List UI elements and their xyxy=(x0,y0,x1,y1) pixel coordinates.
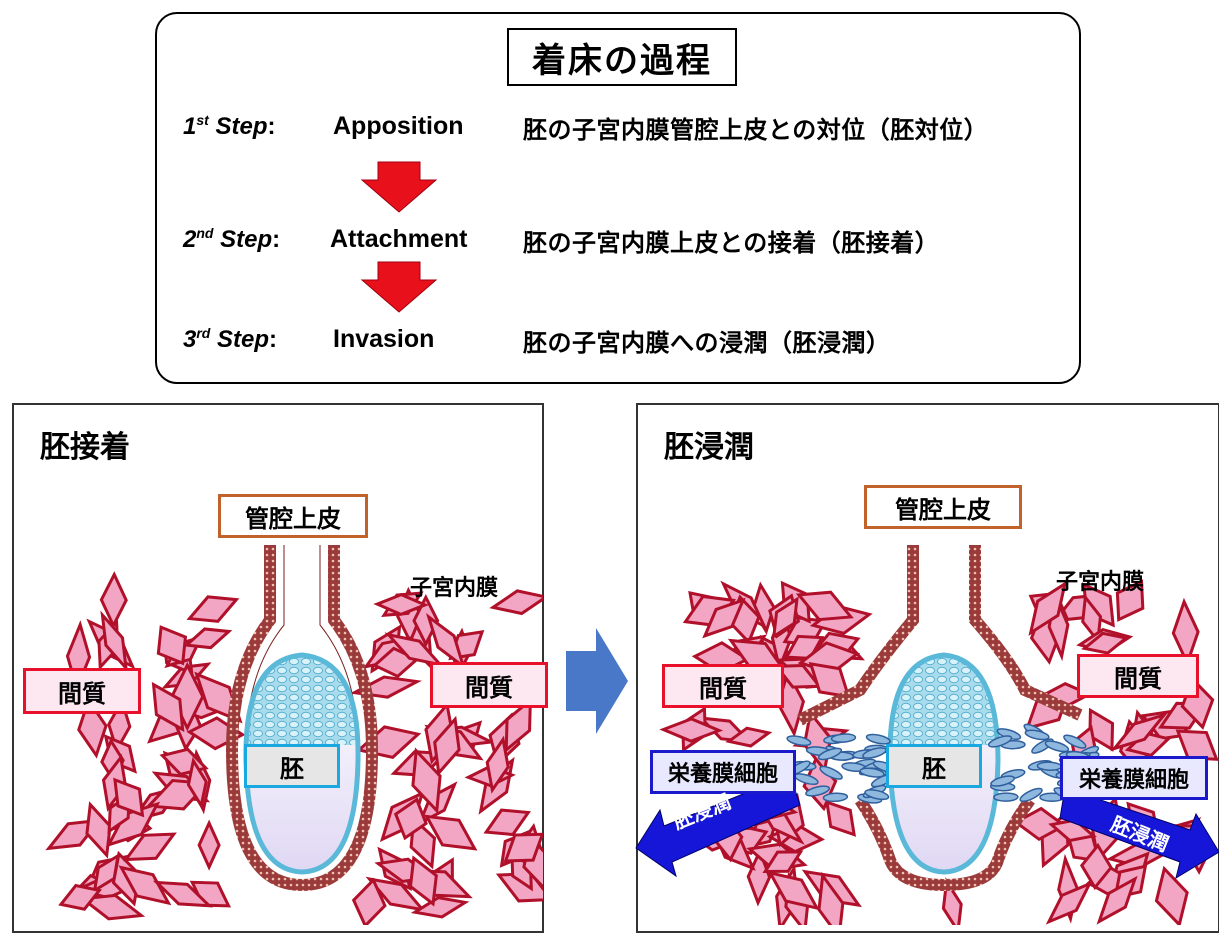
step-1-name: Apposition xyxy=(333,112,464,140)
stromal-cell xyxy=(183,627,233,650)
stromal-cell xyxy=(1088,707,1115,752)
stromal-cell xyxy=(186,595,240,623)
left-trophoblast-label: 栄養膜細胞 xyxy=(650,750,796,794)
stromal-cell xyxy=(1079,842,1113,891)
trophoblast-cell xyxy=(817,747,843,761)
step-1-desc: 胚の子宮内膜管腔上皮との対位（胚対位） xyxy=(523,116,989,144)
stromal-cell xyxy=(1171,597,1200,668)
stromal-cell xyxy=(1096,875,1138,925)
stromal-cell xyxy=(809,604,873,635)
stromal-cell xyxy=(1124,731,1172,758)
step-1-label: 1st Step: xyxy=(183,112,276,140)
stromal-cell xyxy=(767,870,820,911)
stromal-cell xyxy=(411,747,442,815)
process-box xyxy=(155,12,1081,384)
trophoblast-cell xyxy=(864,789,890,801)
stromal-cell xyxy=(1045,880,1093,925)
transition-arrow xyxy=(566,628,628,734)
stromal-cell xyxy=(1028,580,1068,636)
trophoblast-cell xyxy=(1036,761,1063,771)
stromal-cell xyxy=(1110,712,1169,752)
stromal-cell xyxy=(85,801,112,859)
trophoblast-cell xyxy=(830,733,857,743)
stromal-cell xyxy=(393,797,428,841)
step-arrow-1 xyxy=(360,161,438,213)
trophoblast-cell xyxy=(990,775,1015,787)
step-2-desc: 胚の子宮内膜上皮との接着（胚接着） xyxy=(523,229,940,257)
stromal-cell xyxy=(156,625,188,666)
trophoblast-cell xyxy=(865,733,891,745)
stromal-cell xyxy=(762,850,804,874)
stromal-cell xyxy=(365,876,427,912)
right-endometrium-label: 子宮内膜 xyxy=(1056,570,1145,595)
trophoblast-cell xyxy=(859,767,885,778)
right-stroma-label-a: 間質 xyxy=(662,664,784,708)
stromal-cell xyxy=(795,590,854,622)
stromal-cell xyxy=(425,612,467,671)
stromal-cell xyxy=(772,596,799,640)
trophoblast-cell xyxy=(1024,729,1050,741)
step-2-label: 2nd Step: xyxy=(183,225,281,253)
trophoblast-cell xyxy=(1063,734,1087,749)
stromal-cell xyxy=(58,883,102,911)
stromal-cell xyxy=(659,717,724,743)
stromal-cell xyxy=(1115,579,1145,622)
right-stroma-label-b: 間質 xyxy=(1077,654,1199,698)
stromal-cell xyxy=(489,589,543,616)
invasion-title: 胚浸潤 xyxy=(664,430,754,465)
trophoblast-cell xyxy=(822,792,849,803)
step-3-desc: 胚の子宮内膜への浸潤（胚浸潤） xyxy=(523,329,891,357)
left-stroma-label-a: 間質 xyxy=(23,668,141,714)
invasion-arrow-left xyxy=(635,774,801,878)
invasion-arrow-right xyxy=(1059,787,1219,880)
stromal-cell xyxy=(423,814,478,851)
trophoblast-cell xyxy=(1044,740,1070,753)
right-trophoblast-label: 栄養膜細胞 xyxy=(1060,756,1208,800)
stromal-cell xyxy=(702,597,746,639)
stromal-cell xyxy=(152,880,214,908)
step-2-name: Attachment xyxy=(330,225,468,253)
attachment-title: 胚接着 xyxy=(40,430,130,465)
trophoblast-cell xyxy=(993,792,1019,802)
stromal-cell xyxy=(384,632,445,667)
stromal-cell xyxy=(373,592,429,617)
stromal-cell xyxy=(433,715,461,777)
process-title: 着床の過程 xyxy=(507,28,737,86)
step-arrow-2 xyxy=(360,261,438,313)
left-stroma-label-b: 間質 xyxy=(430,662,548,708)
stromal-cell xyxy=(1081,631,1130,655)
stromal-cell xyxy=(122,832,177,862)
trophoblast-cell xyxy=(1019,787,1043,803)
left-lumen-label: 管腔上皮 xyxy=(218,494,368,538)
stromal-cell xyxy=(483,808,531,837)
stromal-cell xyxy=(503,832,543,863)
stromal-cell xyxy=(412,593,440,648)
step-3-name: Invasion xyxy=(333,325,435,353)
stromal-cell xyxy=(485,735,510,794)
stromal-cell xyxy=(1081,593,1103,645)
stromal-cell xyxy=(1154,865,1189,925)
right-lumen-label: 管腔上皮 xyxy=(864,485,1022,529)
stromal-cell xyxy=(113,777,145,818)
stromal-cell xyxy=(410,896,470,919)
trophoblast-cell xyxy=(805,785,831,797)
stromal-cell xyxy=(197,819,221,871)
trophoblast-cell xyxy=(786,735,812,747)
trophoblast-cell xyxy=(819,765,843,780)
stromal-cell xyxy=(408,855,438,907)
stromal-cell xyxy=(186,756,208,810)
left-endometrium-label: 子宮内膜 xyxy=(410,576,499,601)
stromal-cell xyxy=(817,871,845,925)
stromal-cell xyxy=(151,681,185,733)
stromal-cell xyxy=(351,877,387,925)
stromal-cell xyxy=(725,726,773,748)
left-embryo xyxy=(225,545,379,892)
step-3-label: 3rd Step: xyxy=(183,325,278,353)
left-embryo-label: 胚 xyxy=(244,744,340,788)
stromal-cell xyxy=(100,610,129,673)
right-embryo-label: 胚 xyxy=(886,744,982,788)
trophoblast-cell xyxy=(987,735,1013,748)
stromal-cell xyxy=(808,662,851,699)
